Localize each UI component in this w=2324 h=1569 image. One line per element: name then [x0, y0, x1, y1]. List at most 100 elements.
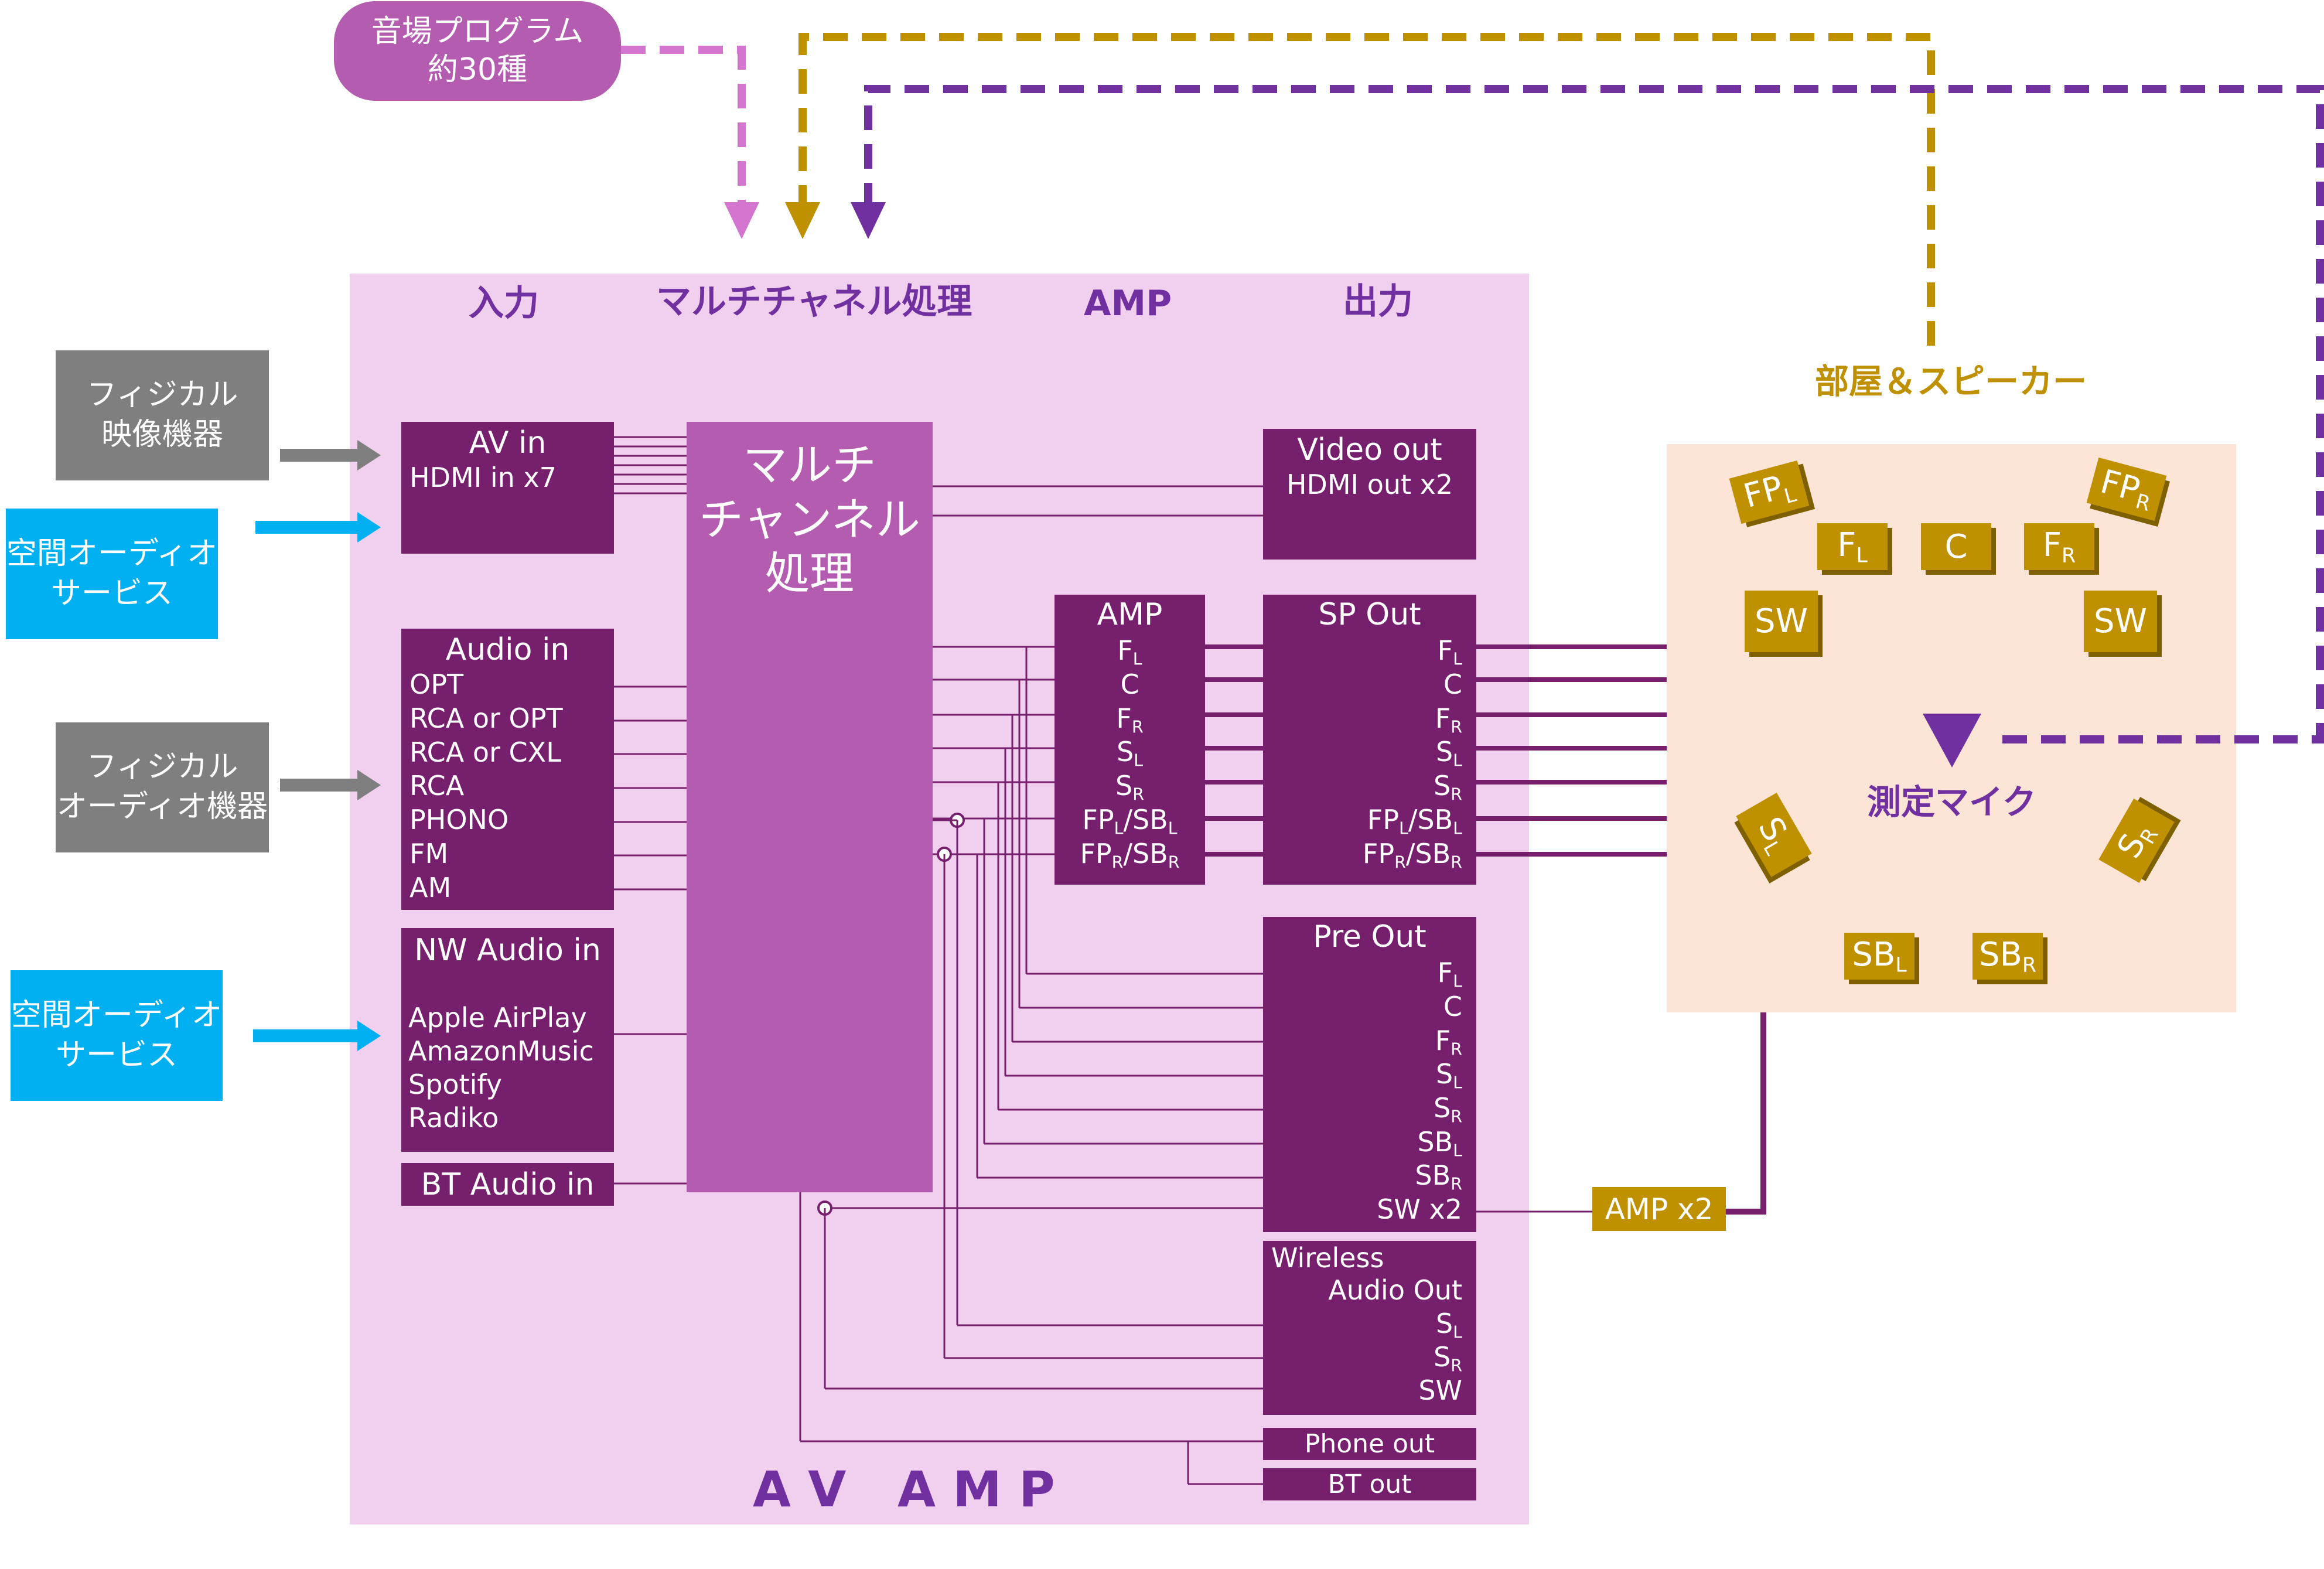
arrow-physical-audio-head [357, 770, 381, 800]
speaker-sb-right: SBR [1973, 933, 2043, 980]
multichannel-processor: マルチ チャンネル 処理 [687, 422, 933, 1192]
header-processing: マルチチャネル処理 [656, 281, 972, 322]
physical-audio-source: フィジカル オーディオ機器 [56, 722, 269, 852]
channel-label: SR [1433, 1092, 1462, 1127]
measuring-mic-label: 測定マイク [1867, 782, 2036, 822]
audio-in-title: Audio in [445, 632, 570, 667]
speaker-label: SW [1755, 602, 1808, 640]
channel-label: FR [1435, 702, 1462, 737]
channel-label: FPR/SBR [1362, 838, 1462, 872]
amp-x2-block: AMP x2 [1592, 1187, 1726, 1231]
header-input: 入力 [469, 283, 539, 324]
speaker-f-right: FR [2024, 523, 2094, 570]
channel-label: C [1120, 668, 1139, 700]
processor-label: マルチ チャンネル 処理 [699, 439, 920, 600]
channel-label: SR [1433, 770, 1462, 804]
room-speaker-arrow-head [785, 202, 820, 239]
amp-title: AMP [1097, 597, 1163, 632]
spatial-audio-source-2: 空間オーディオ サービス [11, 970, 223, 1101]
header-output: 出力 [1343, 281, 1413, 322]
measuring-mic-arrow [864, 85, 2324, 743]
channel-label: SL [1435, 1308, 1462, 1342]
phone-out-block: Phone out [1263, 1428, 1476, 1460]
channel-label: SL [1435, 736, 1462, 770]
channel-label: SR [1115, 770, 1145, 804]
channel-label: SL [1116, 736, 1144, 770]
room-speaker-label: 部屋＆スピーカー [1815, 361, 2087, 401]
channel-label: FPL/SBL [1367, 804, 1462, 838]
av-in-title: AV in [469, 425, 547, 461]
channel-label: SW x2 [1377, 1193, 1462, 1225]
audio-in-block: Audio in OPT RCA or OPT RCA or CXL RCA P… [401, 629, 614, 910]
amp-x2-to-room-line [1726, 1012, 1766, 1215]
channel-label: FL [1437, 635, 1462, 669]
measuring-mic-arrow-head [851, 202, 886, 239]
video-out-sub: HDMI out x2 [1286, 469, 1453, 500]
arrow-spatial-audio-1-head [357, 512, 381, 543]
sound-program-arrow-head [724, 202, 759, 239]
speaker-label: FR [2042, 526, 2076, 568]
audio-in-item: RCA or CXL [409, 736, 561, 768]
audio-in-item: OPT [409, 668, 464, 700]
channel-label: FL [1437, 957, 1462, 991]
sound-program-label: 音場プログラム 約30種 [371, 14, 584, 87]
speaker-center: C [1921, 523, 1991, 570]
speaker-label: FPL [1739, 468, 1799, 516]
channel-label: FR [1116, 702, 1144, 737]
speaker-label: SW [2094, 602, 2147, 640]
nw-audio-in-item: Radiko [408, 1102, 499, 1134]
speaker-sb-left: SBL [1844, 933, 1915, 980]
channel-label: SBR [1415, 1159, 1462, 1194]
physical-audio-label: フィジカル オーディオ機器 [56, 749, 268, 824]
channel-label: FL [1117, 635, 1142, 669]
amp-x2-label: AMP x2 [1605, 1192, 1714, 1226]
speaker-label: FL [1837, 526, 1868, 568]
speaker-label: C [1944, 527, 1968, 566]
speaker-f-left: FL [1817, 523, 1888, 570]
sound-program-source: 音場プログラム 約30種 [334, 1, 621, 101]
room-speaker-arrow [798, 33, 1935, 346]
speaker-label: SBR [1978, 935, 2037, 977]
physical-video-source: フィジカル 映像機器 [56, 350, 269, 480]
spatial-audio-source-1: 空間オーディオ サービス [6, 509, 218, 639]
nw-audio-in-block: NW Audio in Apple AirPlay AmazonMusic Sp… [401, 928, 614, 1152]
spatial-audio-label-2: 空間オーディオ サービス [11, 997, 223, 1073]
speaker-subwoofer-left: SW [1745, 591, 1818, 652]
bt-out-label: BT out [1327, 1469, 1412, 1499]
channel-label: SBL [1417, 1126, 1462, 1161]
wireless-out-title: Wireless [1271, 1242, 1384, 1274]
wireless-out-title-2: Audio Out [1328, 1274, 1462, 1306]
bt-audio-in-label: BT Audio in [421, 1166, 595, 1202]
speaker-label: SBL [1852, 935, 1907, 977]
bt-out-block: BT out [1263, 1468, 1476, 1500]
speaker-subwoofer-right: SW [2084, 591, 2157, 652]
audio-in-item: RCA [409, 770, 465, 801]
channel-label: SR [1433, 1341, 1462, 1376]
av-in-sub: HDMI in x7 [409, 462, 557, 493]
physical-video-label: フィジカル 映像機器 [86, 377, 238, 452]
channel-label: SW [1418, 1374, 1462, 1406]
av-amp-footer: A V A M P [753, 1461, 1055, 1518]
video-out-block: Video out HDMI out x2 [1263, 429, 1476, 560]
audio-in-item: FM [409, 838, 449, 869]
av-in-block: AV in HDMI in x7 [401, 422, 614, 554]
spatial-audio-label-1: 空間オーディオ サービス [6, 535, 218, 611]
arrow-spatial-audio-2-head [357, 1021, 381, 1051]
nw-audio-in-item: AmazonMusic [408, 1035, 594, 1067]
nw-audio-in-title: NW Audio in [414, 933, 601, 968]
channel-label: FPR/SBR [1080, 838, 1180, 872]
phone-out-label: Phone out [1304, 1429, 1435, 1459]
audio-in-item: RCA or OPT [409, 702, 563, 734]
channel-label: FR [1435, 1025, 1462, 1059]
video-out-title: Video out [1297, 432, 1442, 468]
pre-out-title: Pre Out [1313, 919, 1427, 954]
channel-label: C [1443, 991, 1462, 1022]
channel-label: C [1443, 668, 1462, 700]
nw-audio-in-item: Spotify [408, 1069, 502, 1100]
